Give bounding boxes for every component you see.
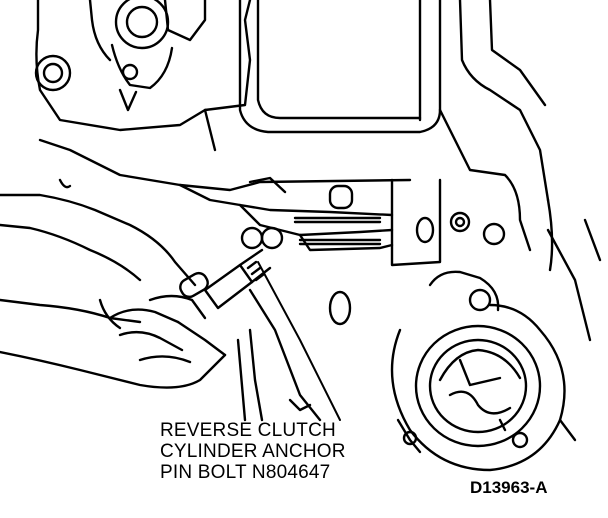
background-edges — [58, 108, 602, 432]
callout-leader-line — [257, 261, 341, 421]
socket-wrench — [179, 248, 272, 310]
callout-line-3: PIN BOLT N804647 — [160, 462, 331, 483]
callout-line-2: CYLINDER ANCHOR — [160, 441, 346, 462]
hand-holding-wrench-illustration — [0, 193, 227, 389]
case-bolt-holes — [328, 211, 506, 326]
figure-id: D13963-A — [470, 478, 548, 497]
upper-housing-outline — [34, 0, 252, 132]
transmission-case-illustration — [390, 228, 592, 472]
servo-assembly — [38, 138, 442, 267]
callout-label: REVERSE CLUTCH CYLINDER ANCHOR PIN BOLT … — [160, 420, 346, 483]
case-body-outline — [238, 0, 554, 272]
callout-line-1: REVERSE CLUTCH — [160, 420, 336, 441]
lower-bracket — [236, 288, 322, 422]
